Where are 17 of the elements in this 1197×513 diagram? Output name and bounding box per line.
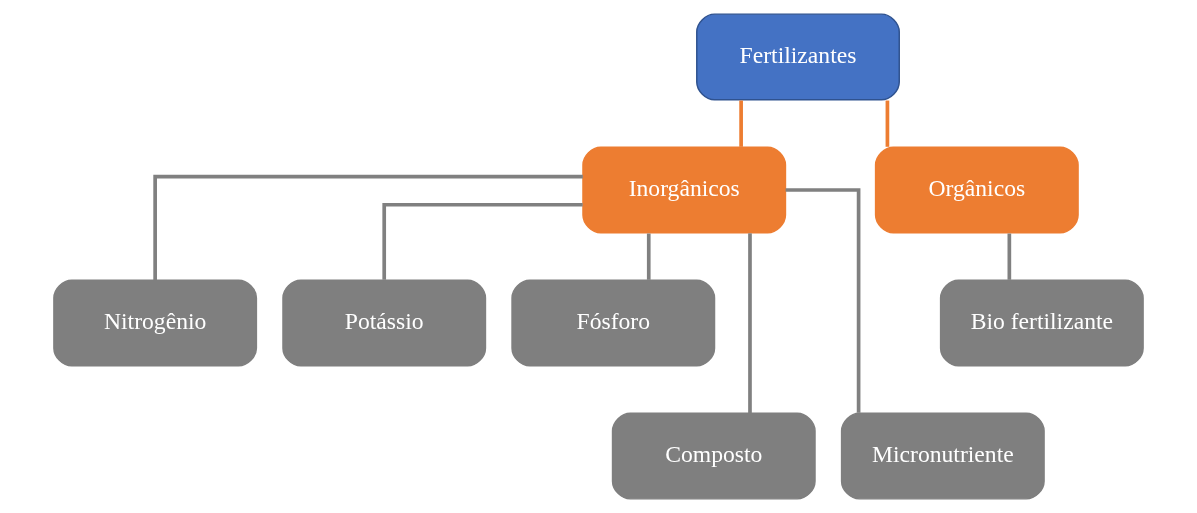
node-box: Micronutriente [840, 412, 1045, 500]
node-box: Bio fertilizante [939, 279, 1144, 367]
node-box: Nitrogênio [53, 279, 258, 367]
connector [1007, 233, 1012, 280]
connector [153, 174, 583, 280]
connector [748, 233, 752, 414]
connector [382, 202, 583, 280]
node-box: Orgânicos [874, 146, 1079, 234]
connector [785, 188, 861, 413]
node-box: Fertilizantes [696, 13, 900, 101]
node-box: Fósforo [511, 279, 716, 367]
node-box: Potássio [282, 279, 487, 367]
connector [646, 233, 651, 280]
connector [885, 100, 890, 147]
node-box: Composto [611, 412, 816, 500]
connector [739, 100, 743, 147]
node-box: Inorgânicos [582, 146, 787, 234]
